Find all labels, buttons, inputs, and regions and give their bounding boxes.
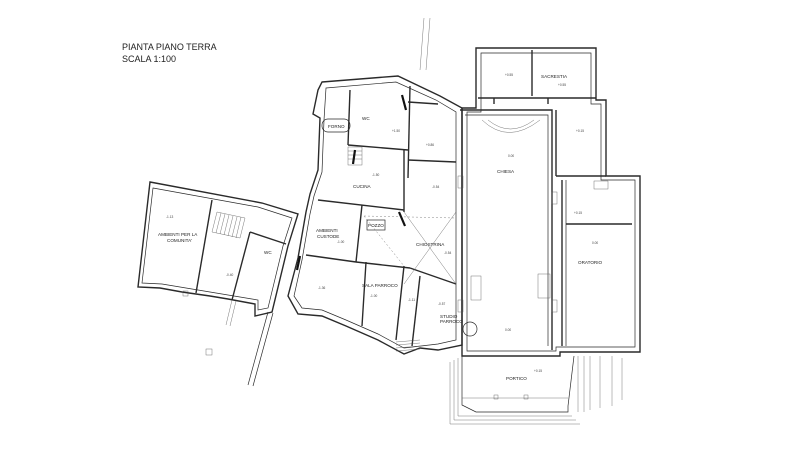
level-label: +0.15 bbox=[574, 211, 582, 215]
church-block bbox=[457, 47, 641, 357]
room-label-wc-top: WC bbox=[362, 116, 370, 121]
level-label: +1.50 bbox=[392, 129, 400, 133]
plan-scale: SCALA 1:100 bbox=[122, 54, 176, 64]
portico bbox=[449, 355, 623, 425]
level-label: -0.54 bbox=[432, 185, 439, 189]
level-label: +0.15 bbox=[576, 129, 584, 133]
room-label-chiostrina: CHIOSTRINA bbox=[416, 242, 445, 247]
plan-title: PIANTA PIANO TERRA bbox=[122, 42, 217, 52]
level-label: -1.00 bbox=[337, 240, 344, 244]
room-label-sacrestia: SACRESTIA bbox=[541, 74, 568, 79]
room-label-portico: PORTICO bbox=[506, 376, 527, 381]
level-label: -1.36 bbox=[318, 286, 325, 290]
room-label-sala-parroco: SALA PARROCO bbox=[362, 283, 398, 288]
left-wing bbox=[137, 181, 299, 387]
level-label: -1.11 bbox=[408, 298, 415, 302]
room-label-cucina: CUCINA bbox=[353, 184, 372, 189]
level-label: -1.13 bbox=[166, 215, 173, 219]
room-label-ambienti-custode-2: CUSTODE bbox=[317, 234, 339, 239]
room-label-oratorio: ORATORIO bbox=[578, 260, 603, 265]
level-label: -0.57 bbox=[438, 302, 445, 306]
level-label: +0.15 bbox=[534, 369, 542, 373]
room-labels: FORNO WC SACRESTIA CUCINA CHIESA AMBIENT… bbox=[158, 74, 603, 381]
level-label: +0.55 bbox=[558, 83, 566, 87]
room-label-chiesa: CHIESA bbox=[497, 169, 515, 174]
room-label-ambienti-comunita-2: COMUNITA' bbox=[167, 238, 192, 243]
room-label-studio-parroco-2: PARROCO bbox=[440, 319, 463, 324]
level-label: -0.54 bbox=[444, 251, 451, 255]
level-label: -1.50 bbox=[372, 173, 379, 177]
level-label: 0.00 bbox=[505, 328, 511, 332]
room-label-forno: FORNO bbox=[328, 124, 345, 129]
level-label: +0.86 bbox=[426, 143, 434, 147]
room-label-pozzo: POZZO bbox=[368, 223, 384, 228]
top-path bbox=[419, 17, 431, 71]
level-label: 0.00 bbox=[592, 241, 598, 245]
level-label: -0.40 bbox=[226, 273, 233, 277]
room-label-wc-left: WC bbox=[264, 250, 272, 255]
room-label-studio-parroco-1: STUDIO bbox=[440, 314, 458, 319]
level-label: +0.55 bbox=[505, 73, 513, 77]
room-label-ambienti-custode-1: AMBIENTI bbox=[316, 228, 338, 233]
level-label: 0.00 bbox=[508, 154, 514, 158]
level-labels: +0.55 +0.55 +1.50 +0.86 +0.15 0.00 -1.50… bbox=[166, 73, 598, 373]
middle-block bbox=[287, 75, 463, 355]
room-label-ambienti-comunita-1: AMBIENTI PER LA bbox=[158, 232, 198, 237]
level-label: -1.00 bbox=[370, 294, 377, 298]
